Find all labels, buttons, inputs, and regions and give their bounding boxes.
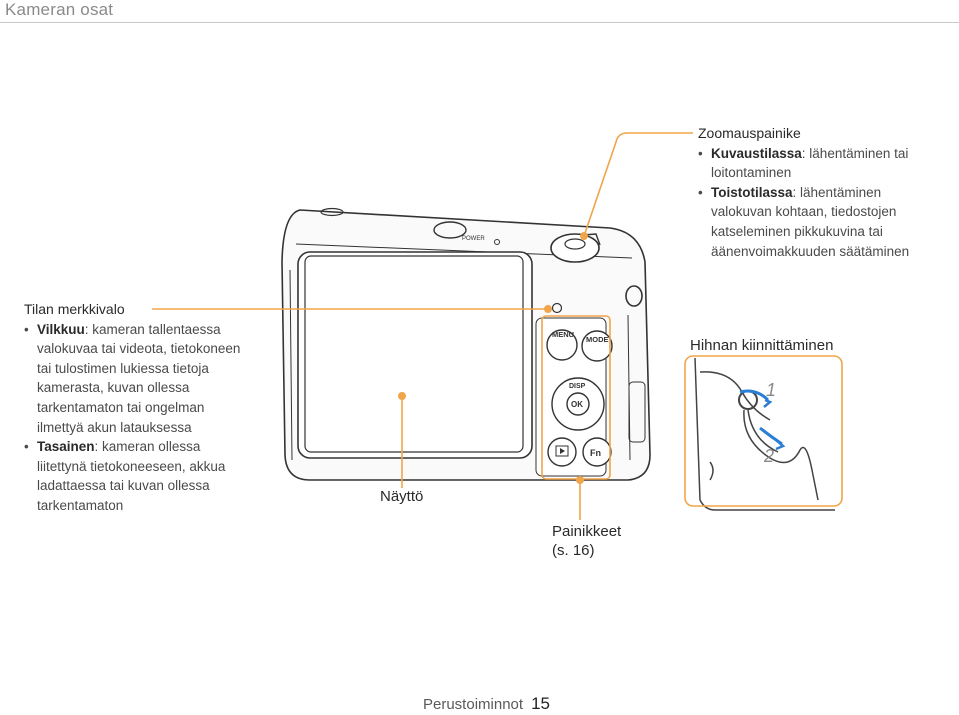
strap-detail bbox=[694, 357, 835, 511]
arrow-step-1 bbox=[739, 389, 770, 402]
indicator-line: : kameran ollessa bbox=[94, 439, 201, 455]
zoom-callout-line bbox=[583, 132, 693, 237]
buttons-label-line-2: (s. 16) bbox=[552, 542, 595, 559]
strap-label: Hihnan kiinnittäminen bbox=[690, 337, 834, 354]
zoom-line: loitontaminen bbox=[711, 165, 792, 181]
strap-step-2: 2 bbox=[763, 446, 774, 466]
indicator-line: tarkentamaton bbox=[37, 497, 124, 513]
indicator-line: liitettynä tietokoneeseen, akkua bbox=[37, 458, 226, 474]
indicator-term-2: Tasainen bbox=[37, 439, 95, 455]
mode-text: MODE bbox=[586, 335, 609, 344]
zoom-callout-dot bbox=[580, 232, 588, 240]
screen-callout-dot bbox=[398, 392, 406, 400]
strap-box bbox=[684, 355, 843, 507]
playback-triangle-icon bbox=[560, 448, 565, 454]
playback-icon bbox=[555, 445, 569, 457]
screen-label: Näyttö bbox=[380, 488, 424, 505]
camera-body bbox=[281, 207, 651, 481]
indicator-heading: Tilan merkkivalo bbox=[24, 301, 125, 317]
buttons-callout-dot bbox=[576, 476, 584, 484]
indicator-line: ladattaessa tai kuvan ollessa bbox=[37, 478, 210, 494]
indicator-term-1: Vilkkuu bbox=[37, 321, 85, 337]
indicator-line: tai tulostimen lukiessa tietoja bbox=[37, 360, 209, 376]
menu-text: MENU bbox=[552, 330, 574, 339]
section-title: Kameran osat bbox=[5, 0, 114, 19]
title-divider bbox=[0, 22, 959, 23]
zoom-term-1: Kuvaustilassa bbox=[711, 145, 802, 161]
zoom-line: : lähentäminen tai bbox=[801, 145, 909, 161]
indicator-line: : kameran tallentaessa bbox=[84, 321, 221, 337]
page-number: 15 bbox=[531, 694, 550, 713]
zoom-heading: Zoomauspainike bbox=[698, 125, 801, 141]
callout-lines bbox=[152, 132, 843, 520]
zoom-line: valokuvan kohtaan, tiedostojen bbox=[711, 204, 897, 220]
indicator-line: tarkentamaton tai ongelman bbox=[37, 399, 205, 415]
buttons-label-line-1: Painikkeet bbox=[552, 523, 622, 540]
disp-text: DISP bbox=[569, 383, 586, 390]
indicator-callout-dot bbox=[544, 305, 552, 313]
indicator-callout: Tilan merkkivalo •Vilkkuu: kameran talle… bbox=[24, 300, 240, 516]
buttons-highlight bbox=[541, 315, 611, 480]
indicator-line: ilmettyä akun latauksessa bbox=[37, 419, 192, 435]
zoom-line: katseleminen pikkukuvina tai bbox=[711, 223, 883, 239]
zoom-line: : lähentäminen bbox=[792, 184, 882, 200]
ok-text: OK bbox=[571, 400, 583, 409]
indicator-line: valokuvaa tai videota, tietokoneen bbox=[37, 341, 241, 357]
fn-text: Fn bbox=[590, 448, 601, 458]
indicator-line: kamerasta, kuvan ollessa bbox=[37, 380, 190, 396]
strap-step-1: 1 bbox=[766, 380, 776, 400]
footer-section: Perustoiminnot bbox=[423, 696, 524, 713]
zoom-callout: Zoomauspainike •Kuvaustilassa: lähentämi… bbox=[698, 124, 909, 261]
buttons-label: Painikkeet (s. 16) bbox=[552, 522, 621, 560]
page-footer: Perustoiminnot 15 bbox=[423, 694, 550, 714]
zoom-term-2: Toistotilassa bbox=[711, 184, 793, 200]
zoom-line: äänenvoimakkuuden säätäminen bbox=[711, 243, 910, 259]
strap-arrows bbox=[739, 389, 786, 451]
power-text: POWER bbox=[462, 236, 485, 242]
